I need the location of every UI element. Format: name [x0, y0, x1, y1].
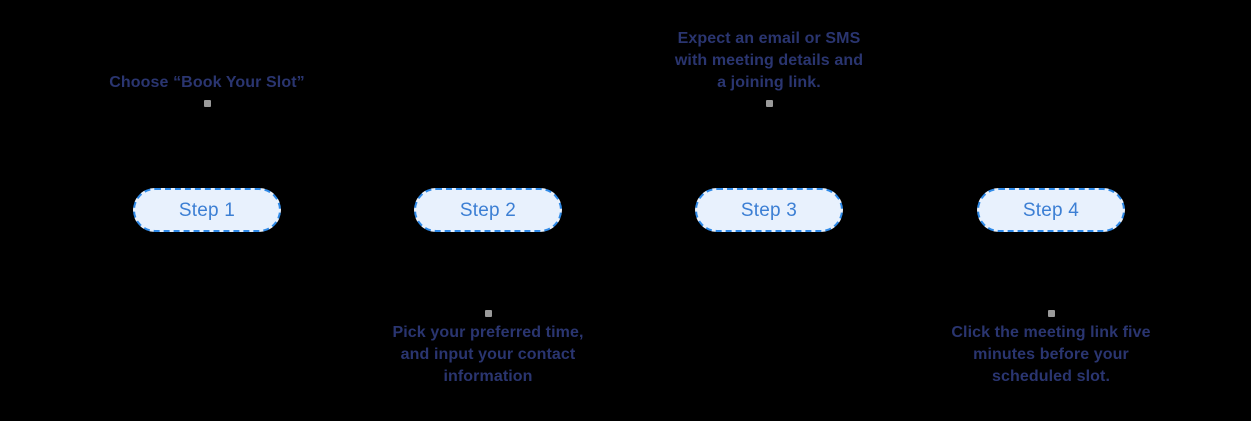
connector-dot-2	[484, 310, 492, 317]
step-node-1-label: Step 1	[178, 199, 236, 221]
step-caption-4-line-2: minutes before your	[973, 346, 1129, 363]
step-caption-2: Pick your preferred time, and input your…	[368, 322, 608, 388]
connector-dot-1	[203, 100, 211, 107]
step-caption-2-line-1: Pick your preferred time,	[392, 324, 584, 341]
step-node-1[interactable]: Step 1	[133, 188, 281, 232]
step-caption-3-line-1: Expect an email or SMS	[677, 30, 861, 47]
step-column-4: Step 4 Click the meeting link five minut…	[926, 0, 1176, 421]
step-node-3-label: Step 3	[740, 199, 798, 221]
step-caption-1-line-1: Choose “Book Your Slot”	[109, 74, 305, 91]
step-node-2[interactable]: Step 2	[414, 188, 562, 232]
step-column-3: Expect an email or SMS with meeting deta…	[644, 0, 894, 421]
step-caption-1: Choose “Book Your Slot”	[87, 72, 327, 94]
step-caption-4-line-3: scheduled slot.	[992, 368, 1110, 385]
step-caption-3-line-2: with meeting details and	[674, 52, 864, 69]
step-caption-3-line-3: a joining link.	[717, 74, 821, 91]
step-node-3[interactable]: Step 3	[695, 188, 843, 232]
step-node-4-label: Step 4	[1022, 199, 1080, 221]
step-caption-2-line-3: information	[443, 368, 533, 385]
connector-dot-4	[1047, 310, 1055, 317]
step-node-4[interactable]: Step 4	[977, 188, 1125, 232]
step-caption-4-line-1: Click the meeting link five	[951, 324, 1151, 341]
step-column-2: Step 2 Pick your preferred time, and inp…	[363, 0, 613, 421]
step-caption-2-line-2: and input your contact	[400, 346, 576, 363]
step-node-2-label: Step 2	[459, 199, 517, 221]
step-column-1: Choose “Book Your Slot” Step 1	[82, 0, 332, 421]
connector-dot-3	[765, 100, 773, 107]
step-caption-3: Expect an email or SMS with meeting deta…	[649, 28, 889, 94]
step-caption-4: Click the meeting link five minutes befo…	[931, 322, 1171, 388]
